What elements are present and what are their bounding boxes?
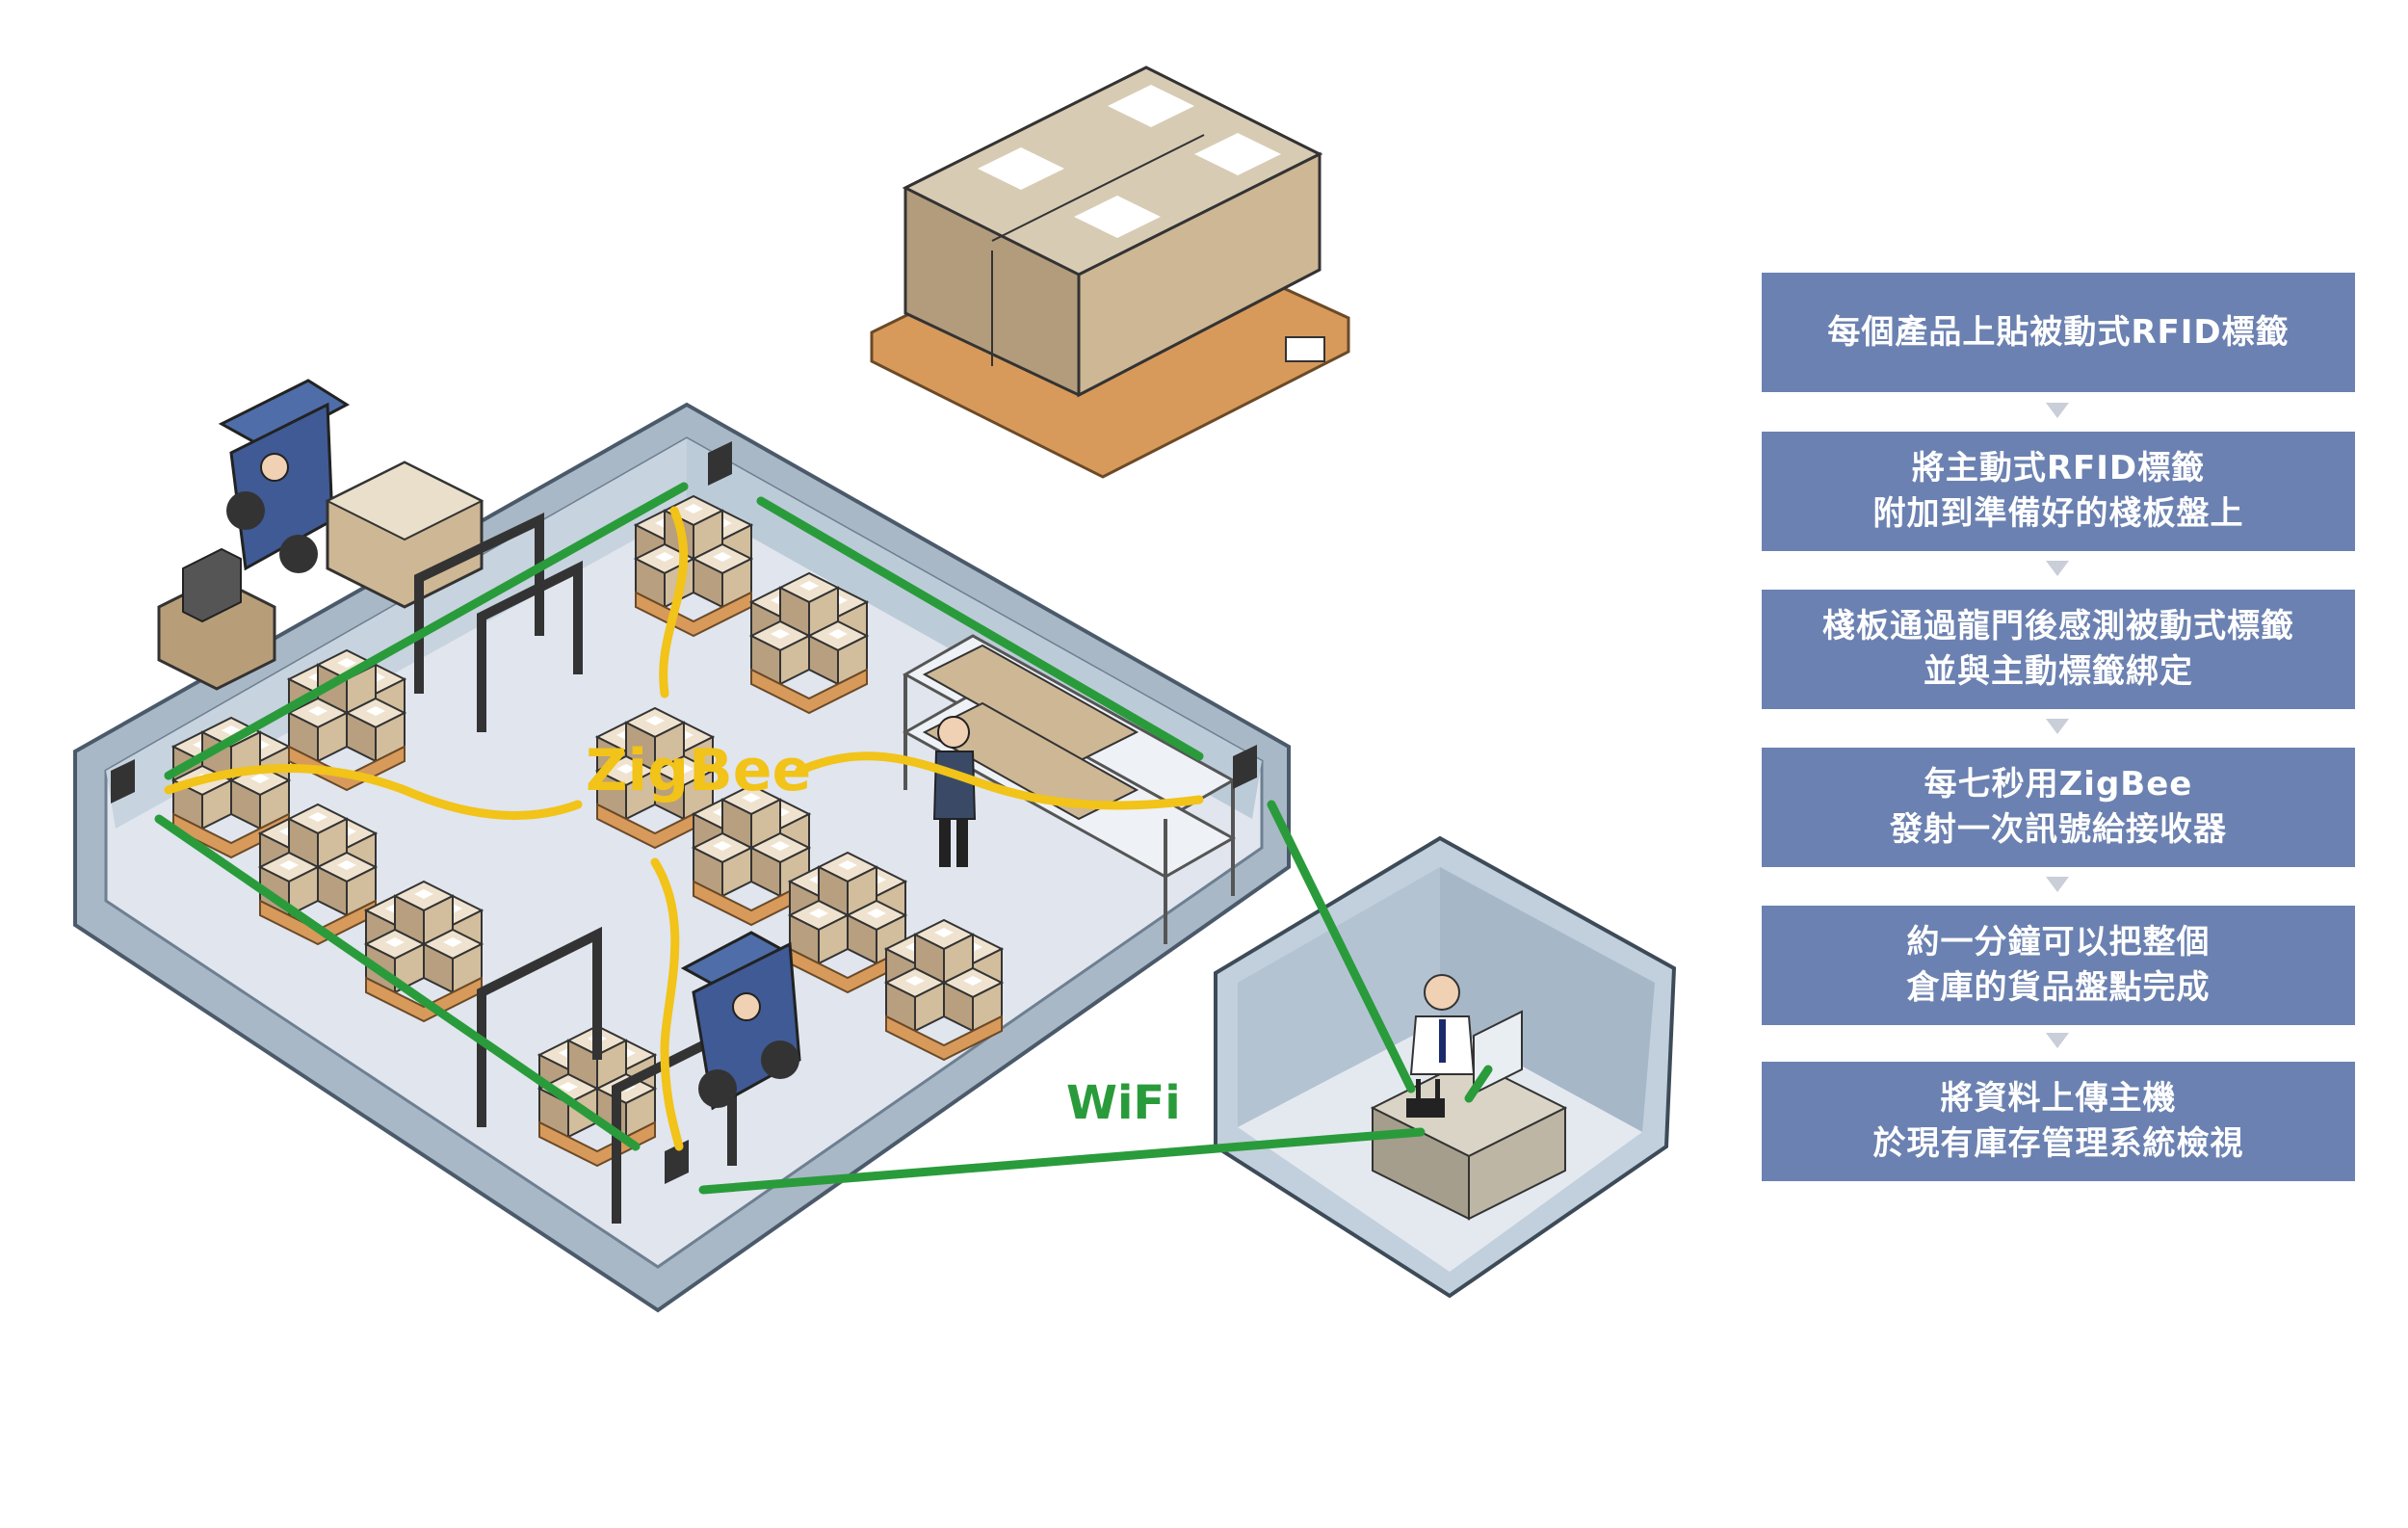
step-5-box: 約一分鐘可以把整個 倉庫的貨品盤點完成 xyxy=(1762,906,2355,1025)
step-3-line-2: 並與主動標籤綁定 xyxy=(1924,652,2193,691)
rfid-readers xyxy=(111,441,1257,1184)
step-2-line-1: 將主動式RFID標籤 xyxy=(1911,449,2206,487)
down-arrow-icon xyxy=(2046,719,2069,734)
step-5-line-1: 約一分鐘可以把整個 xyxy=(1906,923,2211,962)
office-room xyxy=(1214,835,1677,1299)
step-4-line-2: 發射一次訊號給接收器 xyxy=(1890,810,2227,849)
step-4-line-1: 每七秒用ZigBee xyxy=(1924,765,2193,804)
step-3-line-1: 棧板通過龍門後感測被動式標籤 xyxy=(1822,607,2294,645)
wifi-links xyxy=(154,482,1493,1195)
down-arrow-icon xyxy=(2046,561,2069,576)
warehouse-forklift xyxy=(680,931,801,1111)
step-3-box: 棧板通過龍門後感測被動式標籤 並與主動標籤綁定 xyxy=(1762,590,2355,709)
step-2-box: 將主動式RFID標籤 附加到準備好的棧板盤上 xyxy=(1762,432,2355,551)
zigbee-signals xyxy=(164,506,1204,1151)
step-6-line-1: 將資料上傳主機 xyxy=(1940,1079,2177,1118)
shelf-rack xyxy=(902,634,1237,944)
step-4-box: 每七秒用ZigBee 發射一次訊號給接收器 xyxy=(1762,748,2355,867)
down-arrow-icon xyxy=(2046,877,2069,892)
down-arrow-icon xyxy=(2046,403,2069,418)
step-1-box: 每個產品上貼被動式RFID標籤 xyxy=(1762,273,2355,392)
warehouse-worker xyxy=(932,716,977,867)
down-arrow-icon xyxy=(2046,1033,2069,1048)
step-1-line-1: 每個產品上貼被動式RFID標籤 xyxy=(1827,312,2290,352)
zigbee-label: ZigBee xyxy=(586,737,812,804)
rfid-tagged-pallet xyxy=(870,66,1350,479)
step-6-line-2: 於現有庫存管理系統檢視 xyxy=(1872,1124,2244,1163)
step-5-line-2: 倉庫的貨品盤點完成 xyxy=(1906,968,2211,1007)
step-2-line-2: 附加到準備好的棧板盤上 xyxy=(1872,494,2244,533)
wifi-label: WiFi xyxy=(1066,1076,1181,1130)
step-6-box: 將資料上傳主機 於現有庫存管理系統檢視 xyxy=(1762,1062,2355,1181)
